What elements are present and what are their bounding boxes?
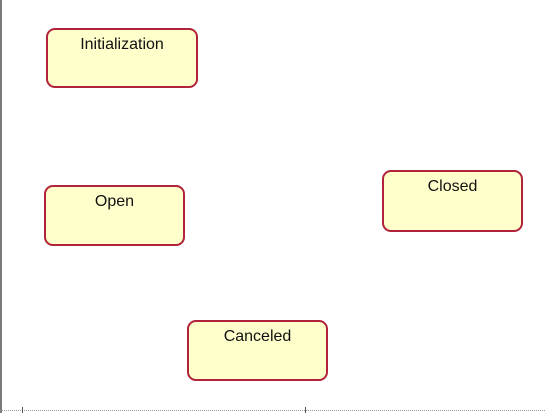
canvas-left-border xyxy=(0,0,2,413)
state-canceled[interactable]: Canceled xyxy=(187,320,328,381)
state-label: Initialization xyxy=(80,36,164,53)
canvas-bottom-border xyxy=(0,410,545,412)
state-label: Closed xyxy=(427,178,478,195)
state-label: Canceled xyxy=(223,328,292,345)
state-initialization[interactable]: Initialization xyxy=(46,28,198,88)
state-label: Open xyxy=(94,193,135,210)
canvas-bottom-tick xyxy=(305,407,306,413)
canvas-bottom-tick xyxy=(22,407,23,413)
state-closed[interactable]: Closed xyxy=(382,170,523,232)
state-open[interactable]: Open xyxy=(44,185,185,246)
